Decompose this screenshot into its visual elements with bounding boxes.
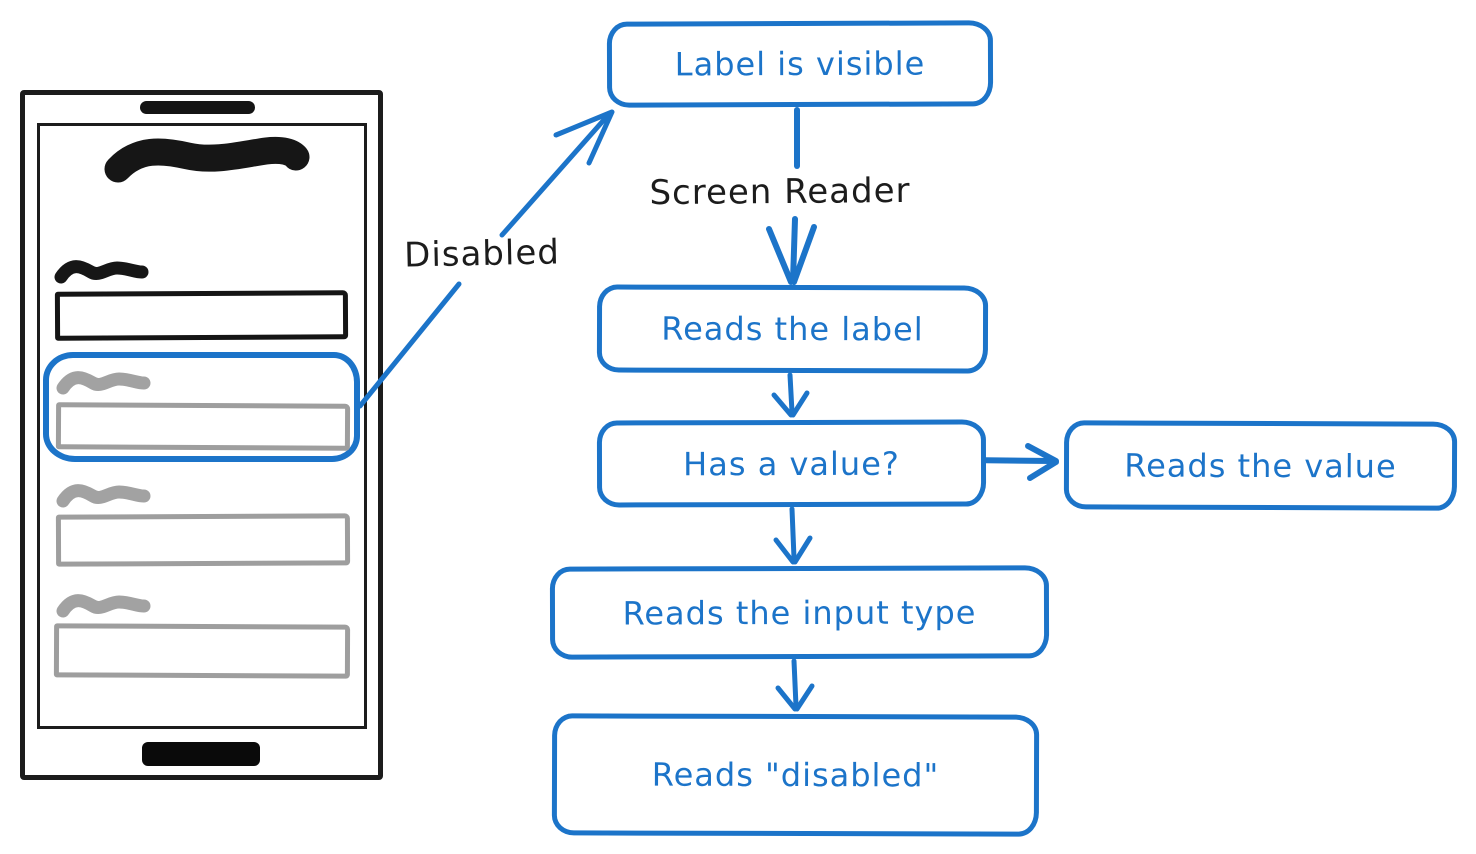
arrow-hasvalue-to-readsvalue-head — [1025, 443, 1059, 481]
arrow-hasvalue-to-inputtype — [789, 506, 797, 561]
screen-reader-annotation: Screen Reader — [649, 170, 911, 214]
flow-node-has-a-value: Has a value? — [596, 419, 987, 508]
enabled-input-field — [54, 290, 349, 341]
disabled-input-field-3 — [53, 623, 351, 679]
phone-home-button — [142, 742, 260, 766]
arrow-inputtype-to-readsdisabled-head — [775, 683, 815, 712]
disabled-annotation: Disabled — [403, 232, 561, 276]
flow-node-reads-the-label: Reads the label — [596, 284, 989, 374]
flow-node-label: Has a value? — [683, 444, 900, 483]
flow-node-reads-the-input-type: Reads the input type — [549, 565, 1050, 660]
arrow-inputtype-to-readsdisabled — [791, 658, 799, 709]
flow-node-label: Reads "disabled" — [651, 755, 940, 795]
arrow-labelvisible-to-readslabel-lower — [790, 216, 798, 284]
arrow-disabled-to-label-visible-upper — [499, 110, 613, 238]
flow-node-label: Reads the value — [1124, 446, 1397, 485]
arrow-disabled-to-label-visible-head — [553, 109, 615, 166]
arrow-hasvalue-to-inputtype-head — [773, 535, 813, 565]
flow-node-label-is-visible: Label is visible — [606, 20, 994, 108]
arrow-readslabel-to-hasvalue — [787, 372, 795, 415]
flow-node-label: Label is visible — [674, 44, 926, 84]
flow-node-reads-the-value: Reads the value — [1063, 420, 1458, 511]
arrow-labelvisible-to-readslabel-head — [766, 224, 817, 285]
flow-node-label: Reads the input type — [622, 593, 977, 632]
disabled-input-field-2 — [55, 513, 351, 567]
flow-node-label: Reads the label — [661, 309, 924, 349]
disabled-field-highlight-ring — [43, 352, 360, 462]
arrow-readslabel-to-hasvalue-head — [771, 390, 810, 418]
disabled-input-field-1 — [55, 402, 351, 451]
flow-node-reads-disabled: Reads "disabled" — [551, 713, 1040, 837]
phone-speaker-bar — [140, 101, 255, 114]
